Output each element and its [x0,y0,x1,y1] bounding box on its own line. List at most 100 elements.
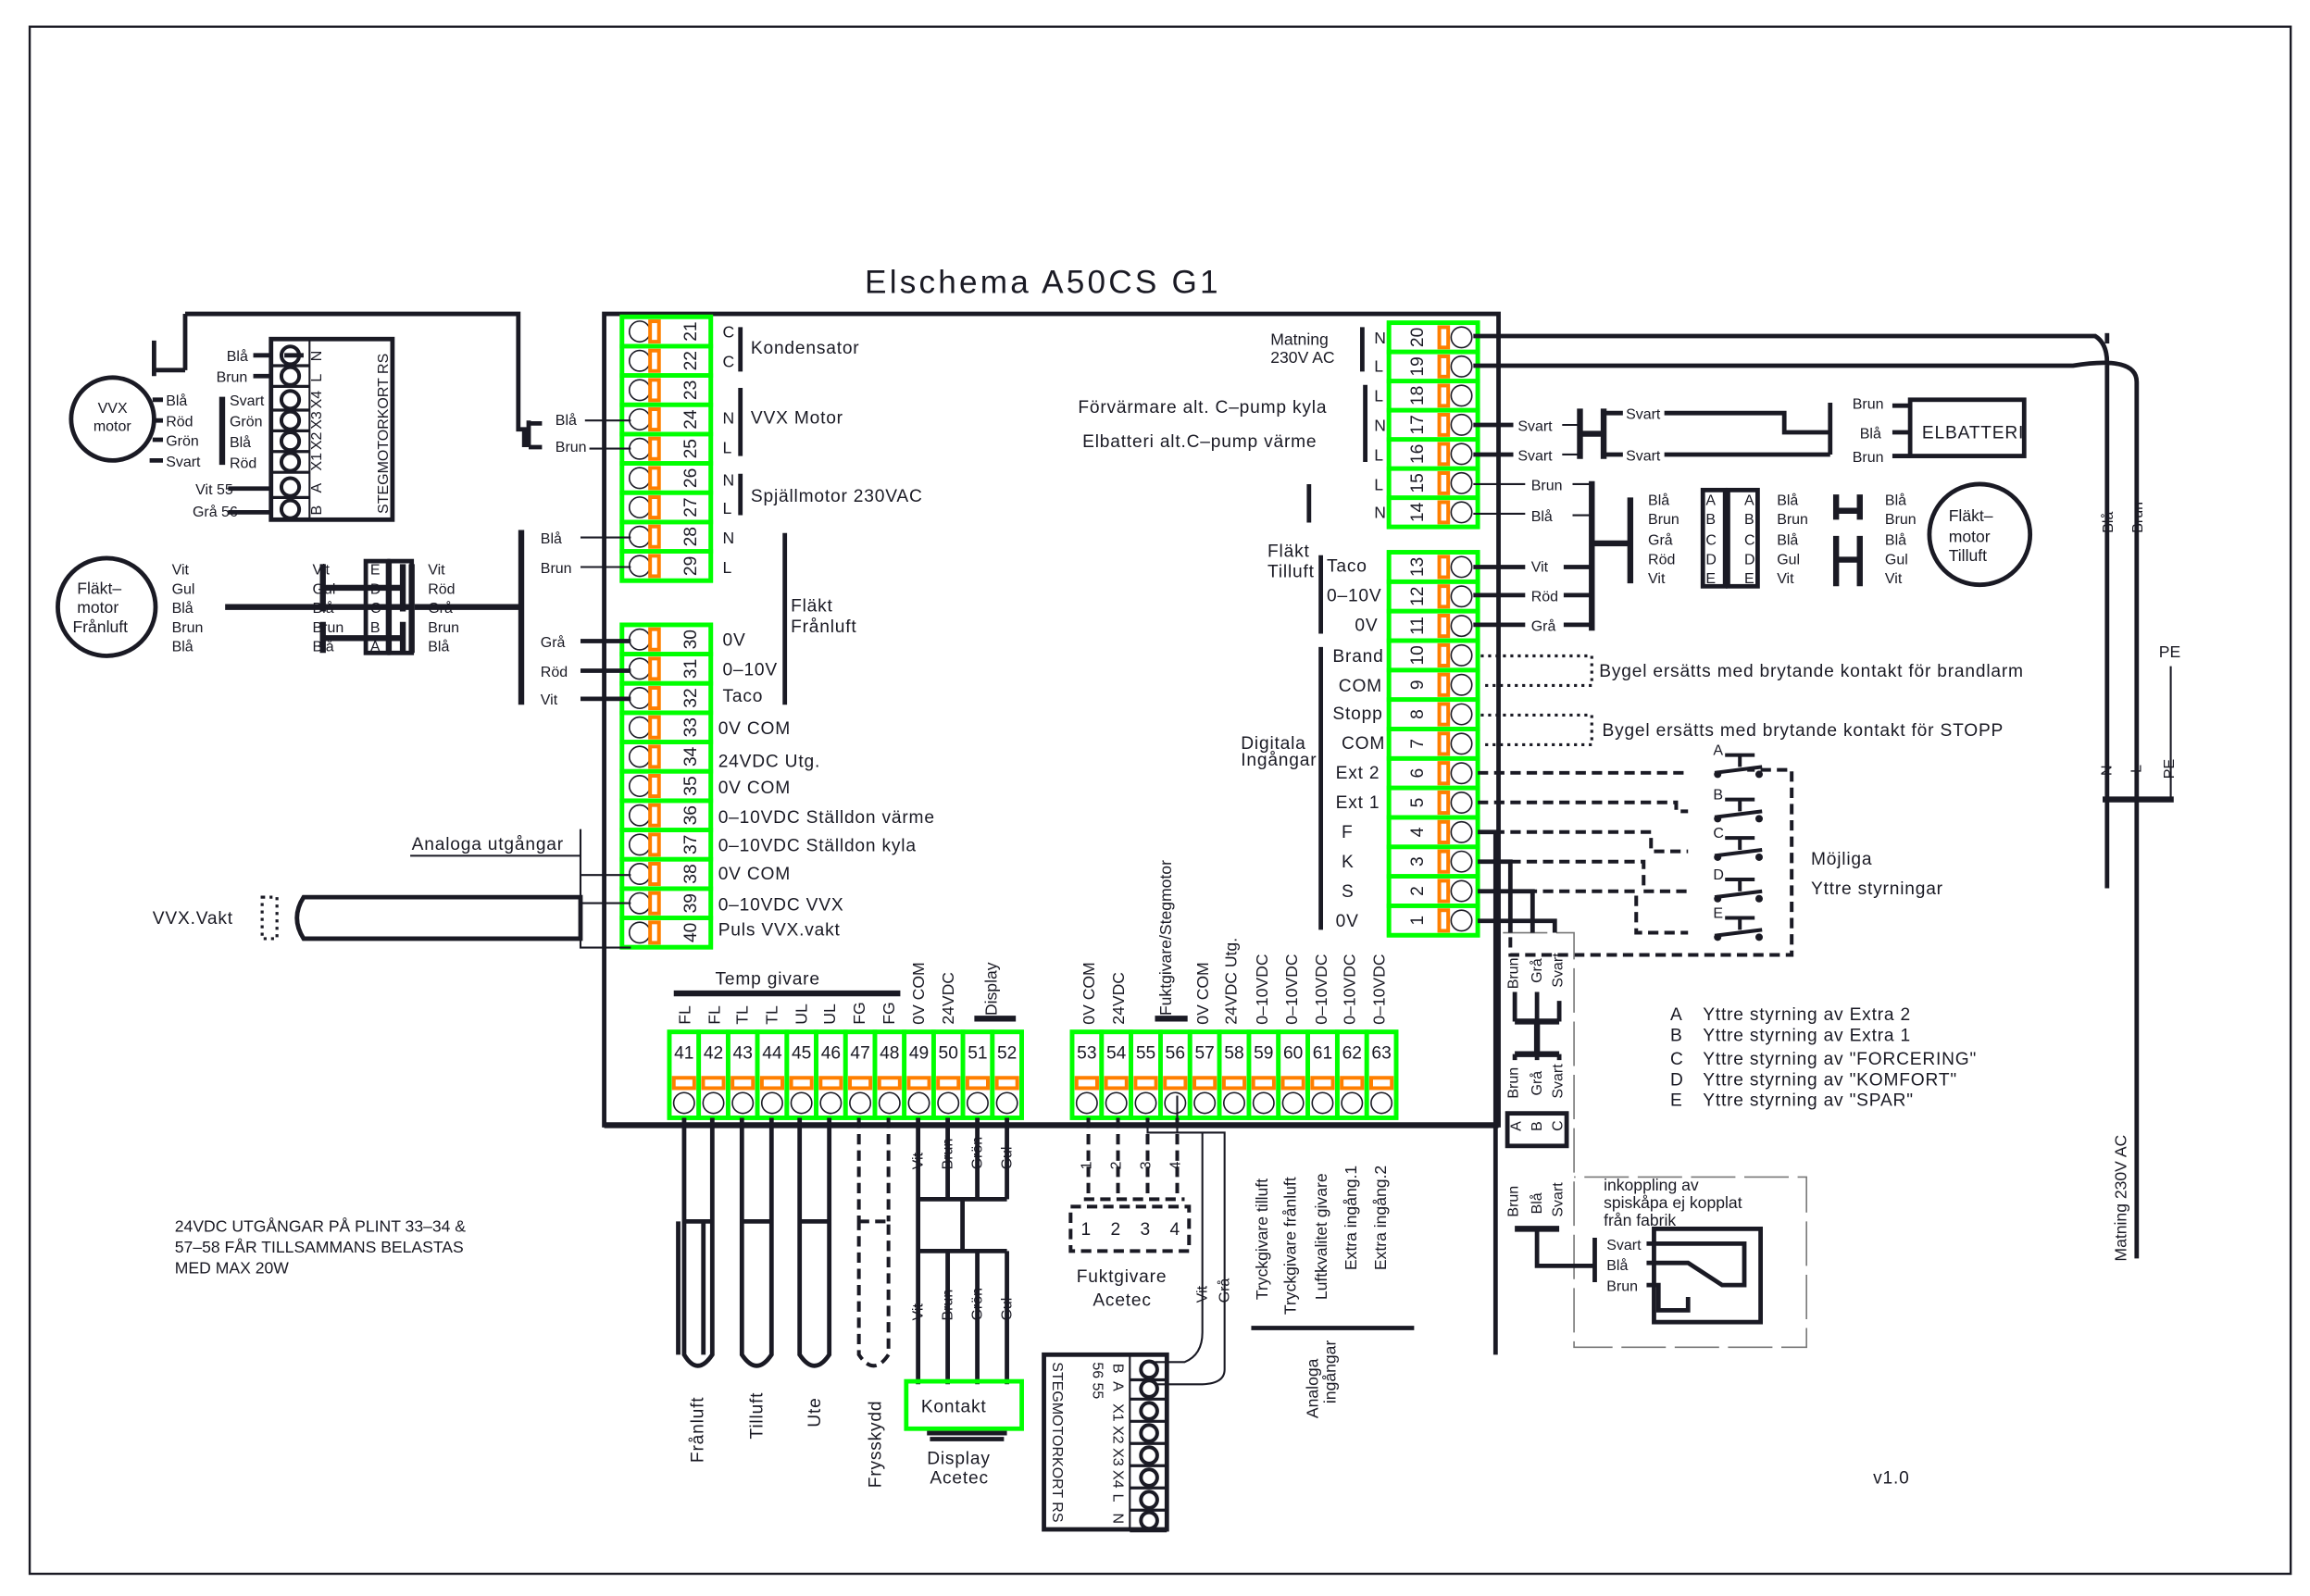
terminal-36: 36 [619,798,714,832]
clamp-icon [648,627,661,652]
terminal-number: 8 [1408,709,1428,719]
svg-text:0–10VDC: 0–10VDC [1282,954,1301,1025]
screw-terminal-icon [1139,1401,1159,1421]
clamp-icon [1437,555,1451,580]
load-note: 24VDC UTGÅNGAR PÅ PLINT 33–34 & 57–58 FÅ… [175,1217,467,1278]
clamp-icon [1437,584,1451,609]
clamp-icon [1368,1076,1394,1091]
svg-text:Taco: Taco [1327,556,1367,576]
svg-text:L: L [723,499,732,517]
clamp-icon [1437,412,1451,437]
svg-text:Grå: Grå [1216,1278,1232,1303]
screw-terminal-icon [672,1091,695,1115]
clamp-icon [648,715,661,740]
svg-text:ingångar: ingångar [1321,1340,1340,1404]
svg-text:Kontakt: Kontakt [921,1398,987,1417]
clamp-icon [1437,879,1451,904]
screw-terminal-icon [628,379,651,402]
screw-terminal-icon [1450,413,1473,436]
svg-text:Brand: Brand [1332,647,1383,667]
svg-text:Yttre styrning av "SPAR": Yttre styrning av "SPAR" [1703,1091,1914,1111]
svg-text:4: 4 [1169,1220,1180,1240]
display-acetec: Vit Brun Grön Gul Vit Brun Grön Gul Kont… [904,1117,1024,1488]
svg-text:Blå: Blå [1531,508,1553,525]
svg-text:1: 1 [1080,1161,1095,1169]
svg-text:Analoga utgångar: Analoga utgångar [412,835,564,854]
svg-text:N: N [1374,416,1386,434]
terminal-8: 8 [1386,697,1480,731]
svg-text:Svart: Svart [230,393,265,409]
svg-text:TL: TL [763,1005,781,1025]
svg-text:L: L [1374,475,1383,493]
svg-text:Blå: Blå [166,393,187,409]
screw-terminal-icon [1139,1467,1159,1488]
svg-text:A: A [1110,1381,1126,1391]
svg-text:C: C [1670,1050,1684,1069]
screw-terminal-icon [702,1091,725,1115]
terminal-number: 46 [821,1043,841,1063]
clamp-icon [848,1076,873,1091]
svg-text:Svart: Svart [166,455,201,470]
terminal-number: 16 [1408,444,1428,464]
terminal-number: 57 [1194,1043,1214,1063]
clamp-icon [994,1076,1019,1091]
svg-text:TL: TL [733,1005,752,1025]
terminal-number: 63 [1371,1043,1391,1063]
clamp-icon [1074,1076,1099,1091]
clamp-icon [1437,500,1451,525]
svg-text:1: 1 [1081,1220,1092,1240]
terminal-number: 27 [681,497,701,517]
terminal-60: 60 [1276,1029,1310,1120]
terminal-42: 42 [696,1029,730,1120]
svg-text:2: 2 [1109,1161,1125,1169]
screw-terminal-icon [1139,1359,1159,1380]
terminal-21: 21 [619,314,714,349]
screw-terminal-icon [1252,1091,1275,1115]
terminal-number: 12 [1408,587,1428,606]
svg-text:L: L [1374,356,1383,375]
svg-text:Vit: Vit [910,1152,926,1169]
svg-text:X3: X3 [1110,1448,1126,1466]
terminal-23: 23 [619,373,714,407]
screw-terminal-icon [628,349,651,372]
clamp-icon [965,1076,990,1091]
svg-text:Yttre styrningar: Yttre styrningar [1811,879,1943,899]
terminal-number: 5 [1408,798,1428,808]
svg-text:Brun: Brun [1648,512,1679,528]
terminal-18: 18 [1386,379,1480,413]
svg-text:Blå: Blå [1777,492,1798,508]
svg-text:0–10V: 0–10V [1327,586,1381,605]
clamp-icon [648,554,661,579]
svg-text:D: D [1670,1070,1684,1090]
svg-text:Brun: Brun [172,620,204,636]
terminal-51: 51 [960,1029,995,1120]
svg-text:0V COM: 0V COM [1193,962,1212,1024]
svg-text:56 55: 56 55 [1089,1362,1105,1399]
svg-text:Extra ingång.1: Extra ingång.1 [1342,1166,1360,1270]
svg-text:B: B [1713,788,1723,804]
svg-text:D: D [1713,867,1724,883]
svg-text:motor: motor [1949,527,1991,545]
svg-text:Display: Display [981,962,1000,1016]
screw-terminal-icon [1311,1091,1334,1115]
terminal-number: 20 [1408,328,1428,347]
screw-terminal-icon [1134,1091,1157,1115]
svg-text:Röd: Röd [1531,589,1558,605]
svg-text:24VDC Utg.: 24VDC Utg. [1221,938,1240,1025]
svg-text:D: D [1744,552,1755,567]
terminal-53: 53 [1069,1029,1105,1120]
terminal-40: 40 [619,916,714,950]
svg-text:X1: X1 [1110,1403,1126,1422]
terminal-number: 43 [733,1043,753,1063]
terminal-13: 13 [1386,550,1480,584]
screw-terminal-icon [1450,501,1473,524]
terminal-17: 17 [1386,407,1480,443]
svg-text:COM: COM [1342,734,1385,754]
svg-text:A: A [370,640,381,655]
svg-text:Tryckgivare tilluft: Tryckgivare tilluft [1253,1178,1271,1300]
svg-text:Vit: Vit [172,563,190,579]
svg-text:Grön: Grön [969,1137,985,1170]
terminal-63: 63 [1364,1029,1399,1120]
svg-text:Blå: Blå [1648,492,1669,508]
svg-text:Yttre styrning av "FORCERING": Yttre styrning av "FORCERING" [1703,1050,1977,1069]
